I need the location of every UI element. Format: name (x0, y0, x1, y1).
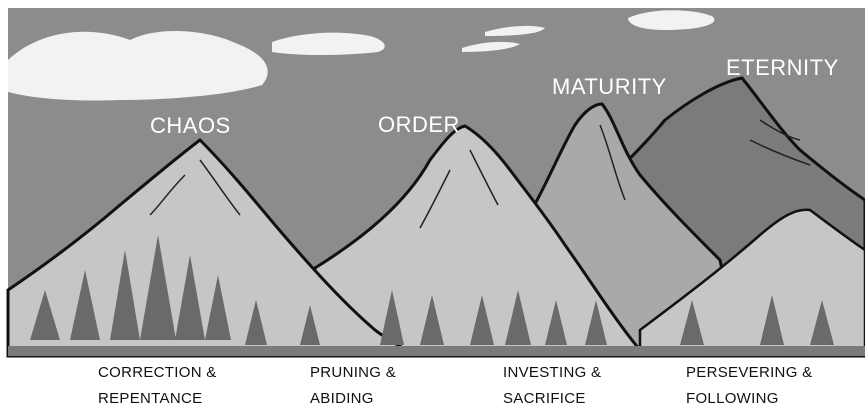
peak-label-maturity: MATURITY (552, 74, 667, 99)
forest-trees (30, 235, 834, 345)
clouds (8, 10, 715, 101)
ground-strip (8, 346, 865, 356)
peak-label-eternity: ETERNITY (726, 55, 839, 80)
mountain-texture-strokes (149, 119, 811, 229)
caption-line: SACRIFICE (503, 390, 586, 407)
caption-line: ABIDING (310, 390, 374, 407)
order-mountain (313, 124, 642, 358)
caption-line: REPENTANCE (98, 390, 203, 407)
peak-label-order: ORDER (378, 112, 460, 137)
caption-line: FOLLOWING (686, 390, 779, 407)
caption-line: PERSEVERING & (686, 364, 813, 381)
chaos-mountain (6, 138, 419, 358)
caption-line: INVESTING & (503, 364, 602, 381)
caption-line: CORRECTION & (98, 364, 217, 381)
caption-persevering-following: PERSEVERING & FOLLOWING (686, 360, 812, 412)
peak-label-chaos: CHAOS (150, 113, 231, 138)
caption-correction-repentance: CORRECTION & REPENTANCE (98, 360, 217, 412)
caption-line: PRUNING & (310, 364, 397, 381)
caption-investing-sacrifice: INVESTING & SACRIFICE (503, 360, 601, 412)
caption-pruning-abiding: PRUNING & ABIDING (310, 360, 396, 412)
